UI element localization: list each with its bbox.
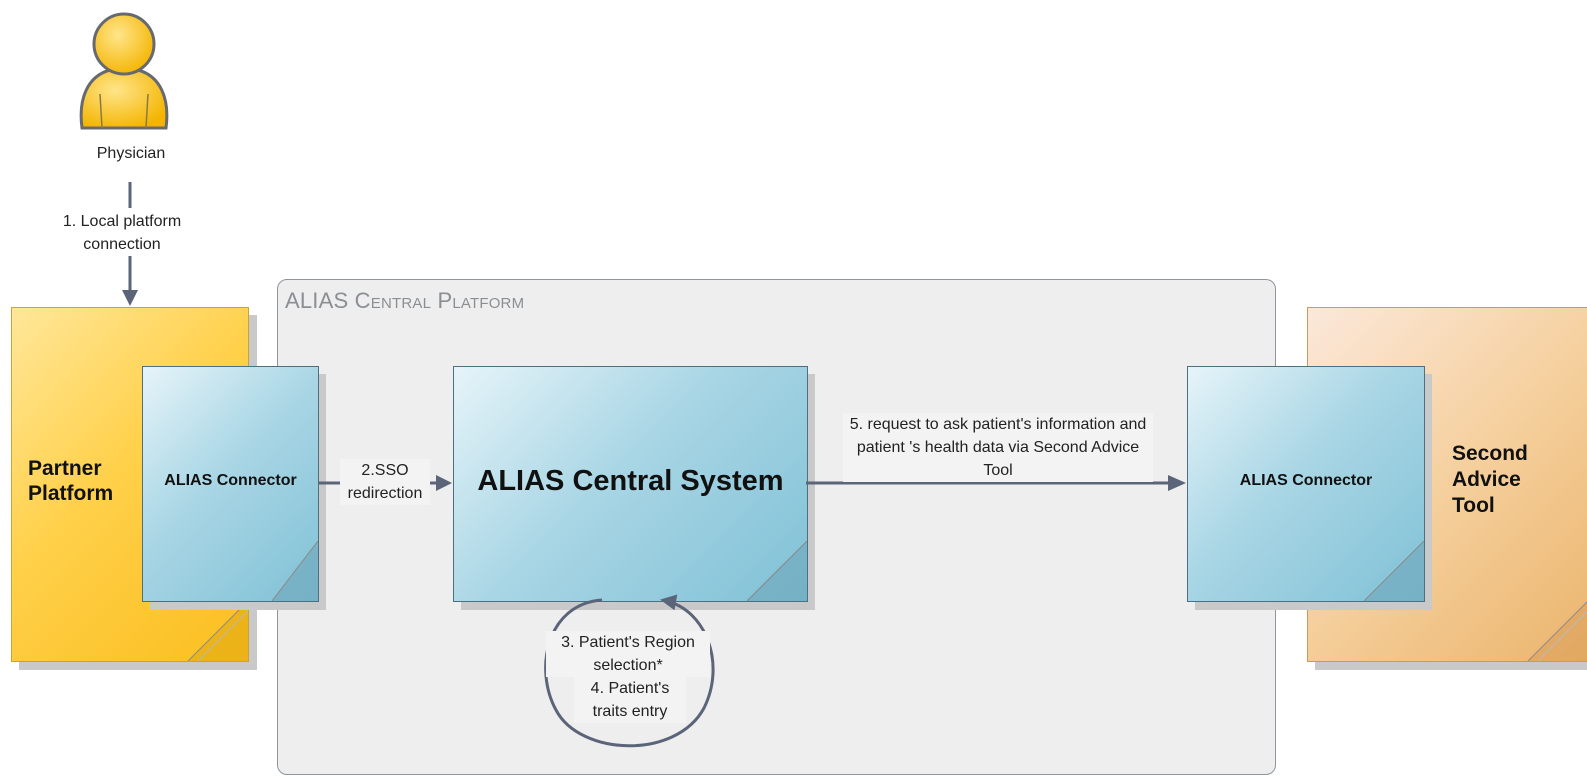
page-fold-icon xyxy=(1364,541,1424,601)
connector-left-label: ALIAS Connector xyxy=(164,472,297,489)
step5-arrow xyxy=(806,475,1186,491)
step2-label: 2.SSO redirection xyxy=(340,459,430,505)
partner-platform-label: Partner Platform xyxy=(28,457,114,505)
connector-right-label: ALIAS Connector xyxy=(1239,472,1373,489)
central-system-label: ALIAS Central System xyxy=(477,465,784,497)
page-fold-icon xyxy=(188,601,248,661)
platform-title: ALIAS Central Platform xyxy=(285,288,525,313)
step4-label: 4. Patient's traits entry xyxy=(574,677,686,723)
step5-label: 5. request to ask patient's information … xyxy=(843,413,1153,482)
second-advice-tool-label: Second Advice Tool xyxy=(1452,442,1528,517)
alias-connector-right xyxy=(1187,366,1425,602)
physician-icon xyxy=(79,12,169,130)
alias-central-system xyxy=(453,366,808,602)
page-fold-icon xyxy=(272,541,318,601)
physician-label: Physician xyxy=(96,145,166,162)
step1-arrow xyxy=(122,182,138,306)
page-fold-icon xyxy=(1527,601,1587,661)
page-fold-icon xyxy=(747,541,807,601)
step3-label: 3. Patient's Region selection* xyxy=(546,631,710,677)
step1-label: 1. Local platform connection xyxy=(62,213,182,253)
